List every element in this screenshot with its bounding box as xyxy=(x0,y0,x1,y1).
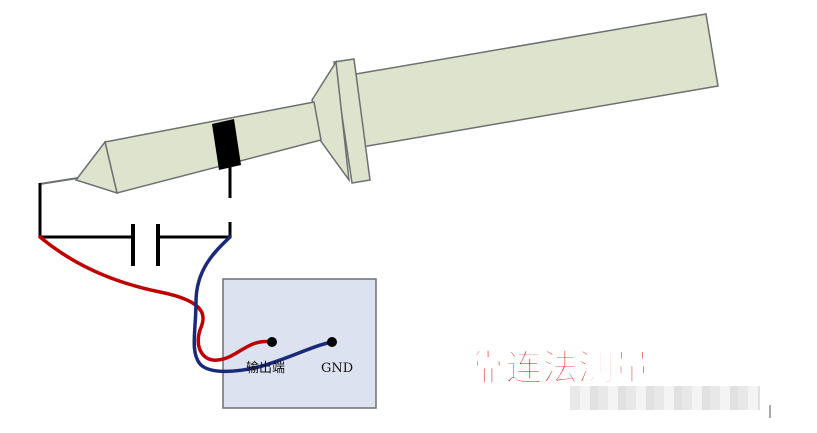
probe-front-body xyxy=(104,101,322,194)
output-terminal-dot xyxy=(267,337,277,347)
circuit-lines xyxy=(38,166,232,239)
probe-black-band xyxy=(212,119,241,170)
gnd-label: GND xyxy=(321,361,353,376)
circuit-box xyxy=(222,278,377,409)
diagram-title: 靠连法测量 xyxy=(470,348,650,389)
output-terminal-label: 输出端 xyxy=(246,360,285,376)
blue-wire xyxy=(192,235,334,374)
watermark-blur xyxy=(570,386,760,410)
gnd-terminal-dot xyxy=(327,337,337,347)
probe-handle xyxy=(355,13,719,149)
probe-tip-needle xyxy=(39,177,79,185)
probe-tip-cone xyxy=(74,140,119,195)
red-wire xyxy=(38,235,274,362)
probe-collar xyxy=(333,58,371,184)
capacitor-symbol xyxy=(131,224,160,266)
